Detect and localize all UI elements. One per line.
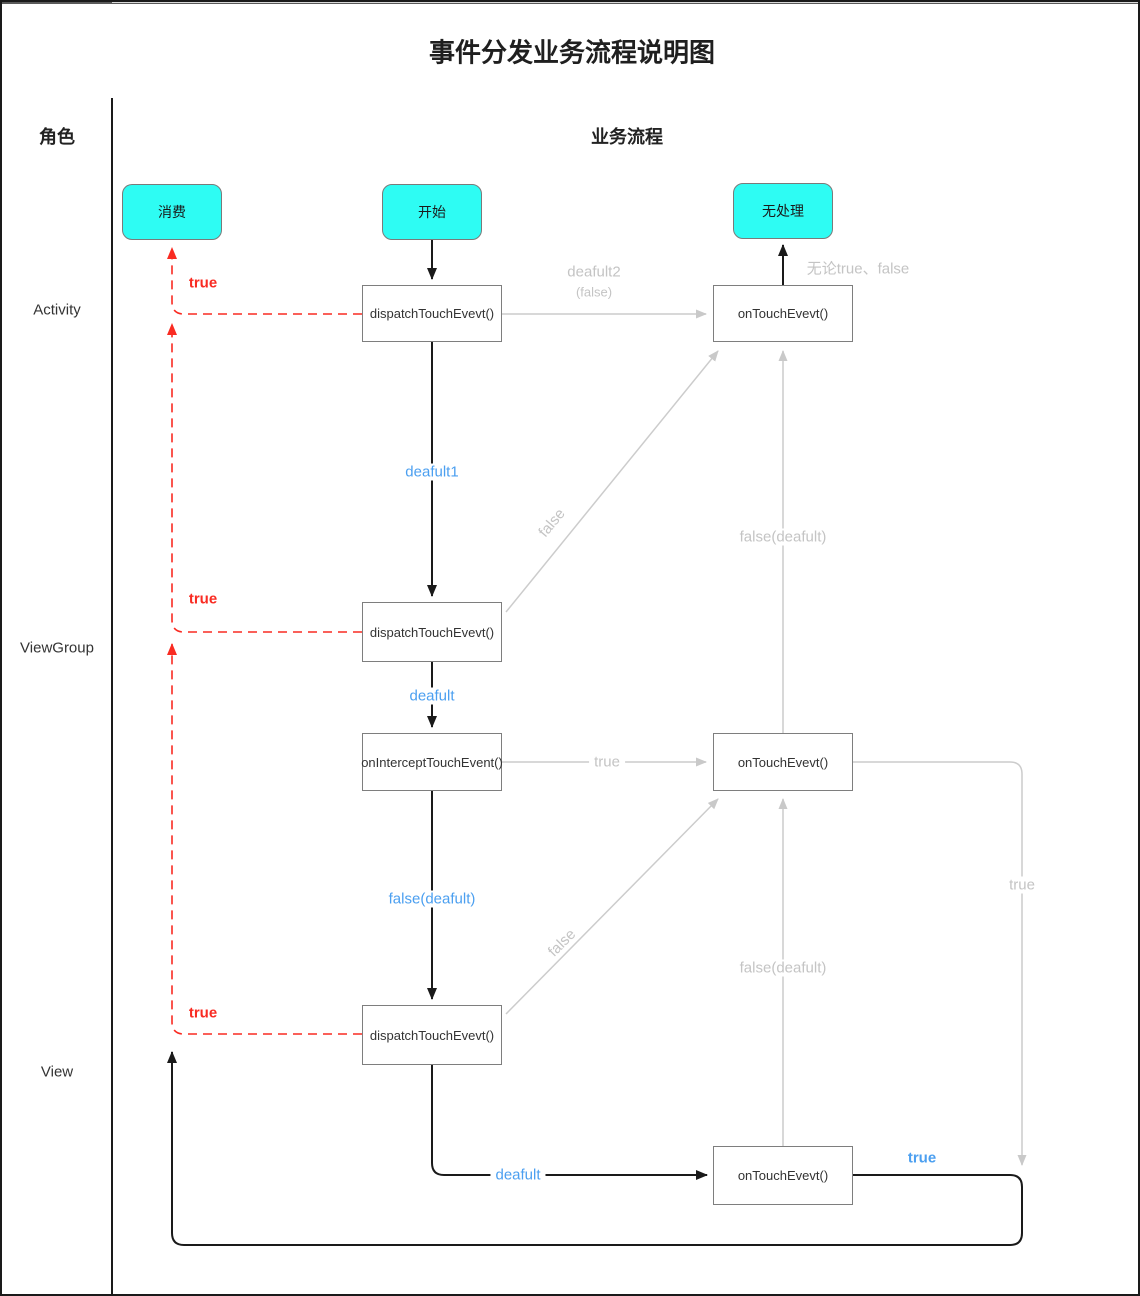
- node-onintercept-viewgroup: onInterceptTouchEvent(): [361, 733, 503, 791]
- lane-label-activity: Activity: [33, 301, 81, 319]
- edge-label-true-viewgroup: true: [188, 590, 218, 608]
- edge-dispatchV-true-up: [167, 643, 362, 1035]
- edge-dispatchV-deafult-to-ontouchV: [431, 1065, 708, 1180]
- edge-ontouchVG-true-right-loop: [853, 761, 1027, 1166]
- edge-label-deafult2-false: (false): [575, 284, 613, 300]
- edge-label-false-deafult-top: false(deafult): [734, 528, 832, 546]
- edge-ontouchV-true-bottom-loop: [167, 1051, 1023, 1246]
- node-dispatch-activity: dispatchTouchEvevt(): [362, 285, 502, 342]
- role-column-divider: [111, 98, 113, 1294]
- lane-label-viewgroup: ViewGroup: [20, 639, 94, 657]
- edge-label-false-deafult-bottom: false(deafult): [734, 959, 832, 977]
- lane-divider-viewgroup-left: [2, 2, 112, 4]
- edge-label-deafult1: deafult1: [400, 463, 464, 481]
- lane-label-view: View: [40, 1063, 74, 1081]
- header-divider: [2, 2, 1138, 4]
- edge-label-deafult2: deafult2: [567, 263, 621, 281]
- edge-dispatchVG-true-up: [167, 323, 362, 633]
- edge-label-deafult-bottom: deafult: [490, 1166, 546, 1184]
- node-consume: 消费: [122, 184, 222, 240]
- edge-dispatchVG-false-to-ontouchA: [505, 350, 719, 613]
- edge-dispatchV-false-to-ontouchVG: [505, 798, 719, 1015]
- edge-label-true-gray-mid: true: [589, 753, 625, 771]
- node-ontouch-activity: onTouchEvevt(): [713, 285, 853, 342]
- node-ontouch-view: onTouchEvevt(): [713, 1146, 853, 1205]
- node-dispatch-viewgroup: dispatchTouchEvevt(): [362, 602, 502, 662]
- edge-label-false-deafult-blue: false(deafult): [383, 890, 481, 908]
- edge-label-true-activity: true: [188, 274, 218, 292]
- node-ontouch-viewgroup: onTouchEvevt(): [713, 733, 853, 791]
- page-title: 事件分发业务流程说明图: [428, 37, 716, 68]
- edge-label-deafult-vg: deafult: [404, 687, 460, 705]
- node-start: 开始: [382, 184, 482, 240]
- lane-divider-viewgroup-main: [112, 2, 1138, 3]
- role-column-header: 角色: [39, 127, 75, 147]
- edge-label-true-blue-bottom: true: [907, 1149, 937, 1167]
- edge-dispatchA-true-to-consume: [167, 247, 362, 315]
- edge-label-true-view: true: [188, 1004, 218, 1022]
- edge-label-regardless-true-false: 无论true、false: [806, 260, 910, 278]
- node-no-handle: 无处理: [733, 183, 833, 239]
- edge-label-true-gray-right: true: [1004, 876, 1040, 894]
- flow-column-header: 业务流程: [591, 127, 663, 147]
- node-dispatch-view: dispatchTouchEvevt(): [362, 1005, 502, 1065]
